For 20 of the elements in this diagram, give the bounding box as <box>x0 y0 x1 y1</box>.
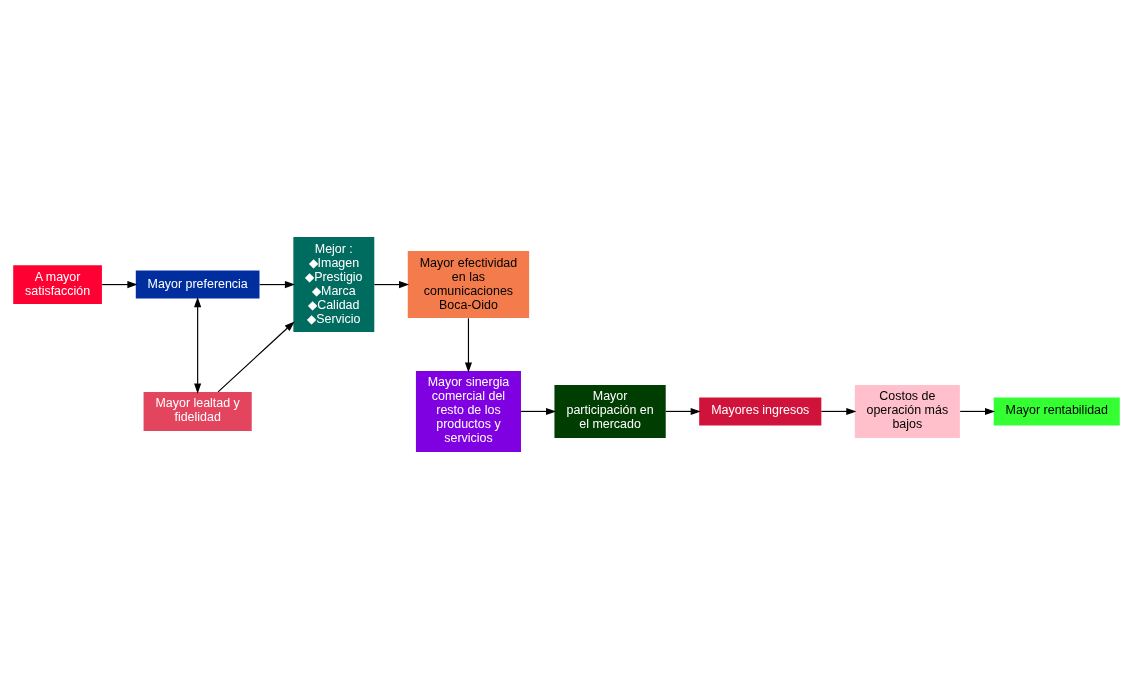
node-box: Mayores ingresos <box>699 396 822 425</box>
node-box: Costos de operación más bajos <box>854 384 960 438</box>
arrow <box>464 317 472 373</box>
arrow <box>665 407 701 415</box>
node-box: Mejor : ◆Imagen ◆Prestigio ◆Marca ◆Calidad ◆Servicio <box>293 236 375 332</box>
arrow <box>259 280 296 288</box>
arrow <box>520 407 557 415</box>
node-box: A mayor satisfacción <box>13 264 102 304</box>
node-box: Mayor efectividad en las comunicaciones Boca-Oido <box>407 250 530 318</box>
arrow <box>373 280 410 288</box>
arrow <box>959 407 996 415</box>
arrow <box>101 280 138 288</box>
arrow <box>194 296 202 394</box>
node-box: Mayor rentabilidad <box>993 396 1120 425</box>
arrow <box>217 320 295 392</box>
arrow <box>820 407 857 415</box>
node-box: Mayor sinergia comercial del resto de los productos y servicios <box>415 370 521 452</box>
node-box: Mayor preferencia <box>135 270 260 299</box>
node-box: Mayor participación en el mercado <box>554 384 666 438</box>
node-box: Mayor lealtad y fidelidad <box>143 391 252 431</box>
